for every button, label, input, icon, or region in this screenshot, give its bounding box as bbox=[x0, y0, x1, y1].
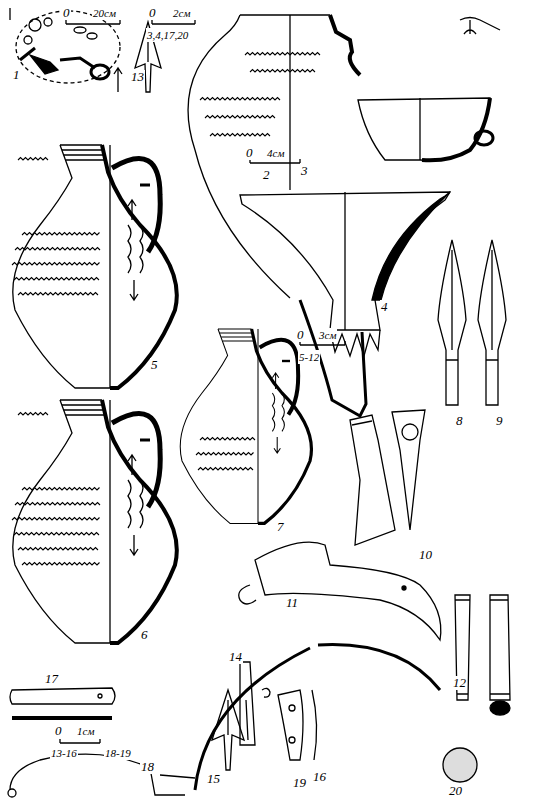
zigzag-ornament bbox=[205, 116, 275, 119]
zigzag-ornament bbox=[22, 233, 100, 236]
scale-label: 4см bbox=[266, 146, 285, 160]
zigzag-ornament bbox=[22, 488, 100, 491]
callout-number: 6 bbox=[140, 628, 149, 642]
zigzag-ornament bbox=[18, 413, 48, 416]
scale-label: 3см bbox=[318, 328, 337, 342]
zigzag-ornament bbox=[200, 438, 255, 441]
callout-number: 3 bbox=[300, 164, 309, 178]
callout-number: 10 bbox=[418, 548, 433, 562]
scale-label: 3,4,17,20 bbox=[146, 28, 189, 42]
callout-number: 5 bbox=[150, 358, 159, 372]
callout-number: 17 bbox=[44, 672, 59, 686]
callout-number: 9 bbox=[495, 414, 504, 428]
zigzag-ornament bbox=[245, 53, 320, 56]
zigzag-ornament bbox=[14, 533, 99, 536]
scale-label: 5-12 bbox=[298, 350, 320, 364]
zigzag-ornament bbox=[210, 134, 270, 137]
callout-number: 13 bbox=[130, 70, 145, 84]
callout-number: 4 bbox=[380, 300, 389, 314]
scale-label: 0 bbox=[245, 146, 254, 160]
zigzag-ornament bbox=[18, 293, 98, 296]
zigzag-ornament bbox=[200, 98, 280, 101]
callout-number: 16 bbox=[312, 770, 327, 784]
scale-label: 20см bbox=[92, 6, 117, 20]
callout-number: 11 bbox=[285, 596, 299, 610]
zigzag-ornament bbox=[198, 468, 253, 471]
zigzag-ornament bbox=[22, 563, 100, 566]
scale-label: 2см bbox=[172, 6, 191, 20]
callout-number: 12 bbox=[452, 676, 467, 690]
zigzag-ornament bbox=[14, 278, 99, 281]
scale-label: 0 bbox=[62, 6, 71, 20]
scale-label: 0 bbox=[54, 724, 63, 738]
scale-label: 13-16 bbox=[50, 746, 78, 760]
zigzag-ornament bbox=[12, 518, 100, 521]
scale-label: 1см bbox=[76, 724, 95, 738]
zigzag-ornament bbox=[12, 263, 100, 266]
zigzag-ornament bbox=[18, 158, 48, 161]
zigzag-ornament bbox=[250, 70, 315, 73]
zigzag-ornament bbox=[18, 548, 98, 551]
callout-number: 15 bbox=[206, 772, 221, 786]
callout-number: 7 bbox=[276, 520, 285, 534]
callout-number: 8 bbox=[455, 414, 464, 428]
zigzag-ornament bbox=[15, 503, 100, 506]
scale-label: 18-19 bbox=[104, 746, 132, 760]
callout-number: 19 bbox=[292, 776, 307, 790]
callout-number: 18 bbox=[140, 760, 155, 774]
callout-number: 20 bbox=[448, 784, 463, 798]
callout-number: 2 bbox=[262, 168, 271, 182]
callout-number: 1 bbox=[12, 68, 21, 82]
zigzag-ornament bbox=[196, 453, 254, 456]
scale-label: 0 bbox=[296, 328, 305, 342]
callout-number: 14 bbox=[228, 650, 243, 664]
zigzag-ornament bbox=[15, 248, 100, 251]
scale-label: 0 bbox=[148, 6, 157, 20]
